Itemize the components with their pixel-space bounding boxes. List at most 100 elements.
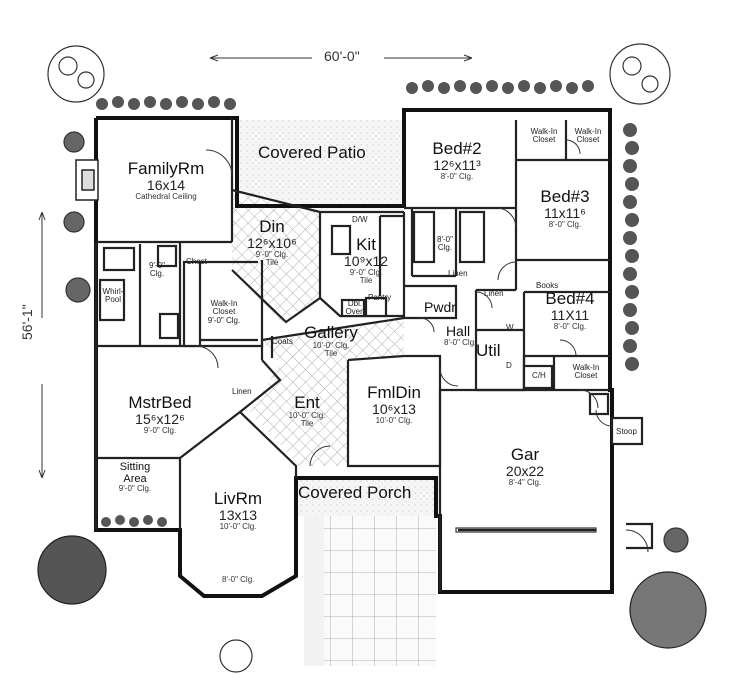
floor-fills [232, 120, 436, 666]
room-ceiling: 10'-0" Clg. [219, 521, 257, 531]
room-note: Tile [300, 419, 314, 429]
room-dims: 13x13 [218, 506, 258, 523]
closet-ceiling: 9'-0" Clg. [207, 315, 241, 325]
chest-label: Chest [186, 257, 207, 266]
room-ceiling: 10'-0" Clg. [312, 340, 350, 350]
dimension-lines [38, 54, 473, 479]
entry-label: Ent 10'-0" Clg. Tile [284, 394, 330, 429]
master-bath-ceiling: 9'-0" Clg. [149, 261, 165, 279]
room-ceiling: 9'-0" Clg. [143, 425, 177, 435]
walkin-closet-bed4: Walk-In Closet [572, 363, 600, 381]
room-dims: 10⁹x12 [343, 252, 389, 269]
room-dims: 20x22 [505, 462, 545, 479]
shrub-row-north-east [406, 80, 594, 94]
stoop-label: Stoop [616, 427, 637, 436]
garage-label: Gar 20x22 8'-4" Clg. [490, 446, 560, 487]
room-dims: 15⁶x12⁶ [135, 410, 185, 427]
bedroom-2-label: Bed#2 12⁶x11³ 8'-0" Clg. [424, 140, 490, 181]
bath-ceiling-label: 8'-0" Clg. [437, 235, 453, 253]
covered-patio-label: Covered Patio [258, 143, 366, 162]
patio-floor [237, 120, 405, 210]
room-ceiling: 8'-0" Clg. [548, 219, 582, 229]
room-name: Bed#4 [545, 289, 595, 308]
room-name: Gar [510, 445, 540, 464]
room-dims: 12⁶x11³ [433, 156, 481, 173]
closet-name: Walk-In Closet [210, 299, 238, 317]
room-dims: 11x11⁶ [544, 204, 586, 221]
bay-ceiling-label: 8'-0" Clg. [222, 575, 255, 584]
room-name: Bed#3 [540, 187, 590, 206]
room-ceiling: 8'-0" Clg. [444, 337, 477, 347]
dishwasher-label: D/W [352, 215, 368, 224]
gallery-tile [250, 318, 404, 466]
utility-room-label: Util [476, 341, 501, 360]
coats-label: Coats [272, 337, 293, 346]
ch-label: C/H [532, 371, 546, 380]
powder-room-label: Pwdr [424, 299, 456, 315]
dryer-label: D [506, 361, 512, 370]
room-name: Hall [445, 323, 471, 339]
room-ceiling: 9'-0" Clg. [349, 267, 383, 277]
room-ceiling: 10'-0" Clg. [288, 410, 326, 420]
exterior-walls [94, 108, 614, 598]
room-name: Kit [356, 235, 376, 254]
room-name: LivRm [213, 489, 263, 508]
room-note: Tile [359, 275, 373, 285]
formal-dining-label: FmlDin 10⁶x13 10'-0" Clg. [356, 384, 432, 425]
kitchen-label: Kit 10⁹x12 9'-0" Clg. Tile [338, 236, 394, 285]
dining-tile [232, 192, 320, 322]
shrub-row-north-west [96, 96, 236, 110]
linen-label-hall: Linen [448, 269, 468, 278]
room-note: Cathedral Ceiling [135, 191, 197, 201]
living-room-label: LivRm 13x13 10'-0" Clg. [200, 490, 276, 531]
linen-label-hall-2: Linen [484, 289, 504, 298]
patio-pavers [304, 516, 324, 666]
shrub-column-east [623, 123, 639, 371]
room-name: FmlDin [367, 383, 421, 402]
shrub-rows [96, 80, 639, 527]
walkin-closet-bed2: Walk-In Closet [530, 127, 558, 145]
room-ceiling: 9'-0" Clg. [118, 484, 152, 494]
pantry-label: Pantry [368, 293, 392, 302]
hall-label: Hall 8'-0" Clg. [444, 323, 477, 347]
room-dims: 16x14 [146, 176, 186, 193]
walkway-pavers [304, 516, 436, 666]
room-dims: 10⁶x13 [372, 400, 416, 417]
overall-width-label: 60'-0" [324, 48, 360, 64]
covered-porch-label: Covered Porch [298, 483, 412, 502]
room-name: Bed#2 [432, 139, 482, 158]
room-name: MstrBed [128, 393, 192, 412]
room-note: Tile [265, 257, 279, 267]
room-name: Gallery [304, 323, 358, 342]
washer-label: W [506, 323, 514, 332]
linen-label-master: Linen [232, 387, 252, 396]
dining-room-label: Din 12⁶x10⁶ 9'-0" Clg. Tile [244, 218, 300, 267]
bedroom-4-label: Bed#4 11X11 8'-0" Clg. [540, 290, 600, 331]
fireplace [75, 159, 99, 201]
porch-floor [296, 478, 436, 516]
master-bedroom-label: MstrBed 15⁶x12⁶ 9'-0" Clg. [120, 394, 200, 435]
bedroom-3-label: Bed#3 11x11⁶ 8'-0" Clg. [532, 188, 598, 229]
walkin-closet-bed3: Walk-In Closet [574, 127, 602, 145]
whirlpool-label: Whirl-Pool [102, 287, 124, 305]
books-label: Books [536, 281, 559, 290]
room-ceiling: 8'-4" Clg. [508, 477, 542, 487]
sitting-area-label: Sitting Area 9'-0" Clg. [110, 461, 160, 494]
room-name: Sitting Area [119, 461, 151, 485]
walkin-closet-master: Walk-In Closet 9'-0" Clg. [204, 299, 244, 325]
double-oven-label: Dbl. Oven [345, 299, 365, 317]
shrub-row-south-west [101, 515, 167, 527]
garage-door [455, 527, 597, 533]
room-ceiling: 8'-0" Clg. [440, 171, 474, 181]
room-name: Din [259, 217, 285, 236]
door-swings [195, 139, 649, 553]
overall-depth-label: 56'-1" [19, 304, 35, 340]
room-dims: 12⁶x10⁶ [247, 234, 297, 251]
family-room-label: FamilyRm 16x14 Cathedral Ceiling [116, 160, 216, 201]
gallery-label: Gallery 10'-0" Clg. Tile [296, 324, 366, 359]
room-ceiling: 10'-0" Clg. [375, 415, 413, 425]
room-name: Ent [294, 393, 320, 412]
room-dims: 11X11 [550, 306, 590, 323]
room-ceiling: 8'-0" Clg. [553, 321, 587, 331]
